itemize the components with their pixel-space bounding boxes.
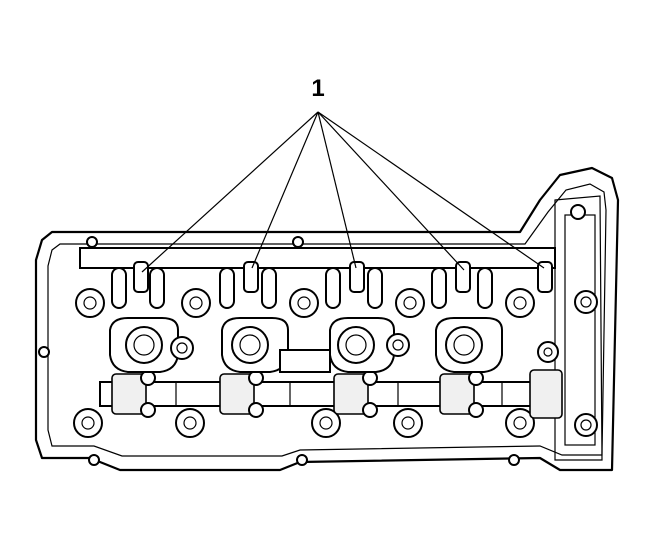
callout-leaders [141, 111, 545, 273]
camshaft [99, 369, 563, 419]
top-bolt-row [75, 288, 598, 318]
end-plate [564, 214, 596, 446]
gasket-rim [47, 183, 607, 457]
callout-label: 1 [311, 75, 324, 102]
rocker-arms [111, 261, 553, 309]
rail-bolts [38, 204, 586, 466]
upper-rail [79, 247, 556, 269]
bottom-bolt-row [73, 408, 598, 438]
spark-plug-bosses [109, 317, 559, 373]
cylinder-head-outline [34, 166, 620, 472]
